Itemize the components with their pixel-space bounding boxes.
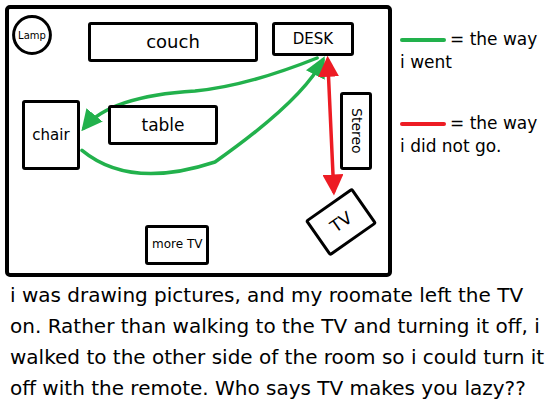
couch-box: couch <box>88 22 258 62</box>
stereo-box: Stereo <box>340 92 372 170</box>
room-label: more TV <box>152 238 202 251</box>
room-label: Lamp <box>18 30 46 41</box>
room-label: Stereo <box>348 108 363 154</box>
legend-swatch <box>400 35 446 45</box>
room-wall <box>7 7 390 275</box>
legend-row: = the way i did not go. <box>400 112 546 158</box>
tv-box: TV <box>305 187 378 256</box>
more-tv-box: more TV <box>145 225 209 265</box>
path-arrow <box>82 60 323 174</box>
caption: i was drawing pictures, and my roomate l… <box>10 280 545 404</box>
room-label: DESK <box>293 31 333 48</box>
table-box: table <box>108 105 218 145</box>
legend: = the way i went = the way i did not go. <box>400 28 546 196</box>
room-label: TV <box>327 208 356 236</box>
caption-text: i was drawing pictures, and my roomate l… <box>10 283 544 400</box>
chair-box: chair <box>22 100 80 170</box>
room-label: couch <box>146 32 200 52</box>
legend-text: = the way i did not go. <box>400 113 537 156</box>
legend-row: = the way i went <box>400 28 546 74</box>
room-label: table <box>141 116 184 135</box>
desk-box: DESK <box>272 22 354 56</box>
path-arrow <box>328 60 334 191</box>
legend-text: = the way i went <box>400 29 537 72</box>
lamp-circle: Lamp <box>12 15 52 55</box>
room-label: chair <box>32 127 69 144</box>
legend-swatch <box>400 119 446 129</box>
